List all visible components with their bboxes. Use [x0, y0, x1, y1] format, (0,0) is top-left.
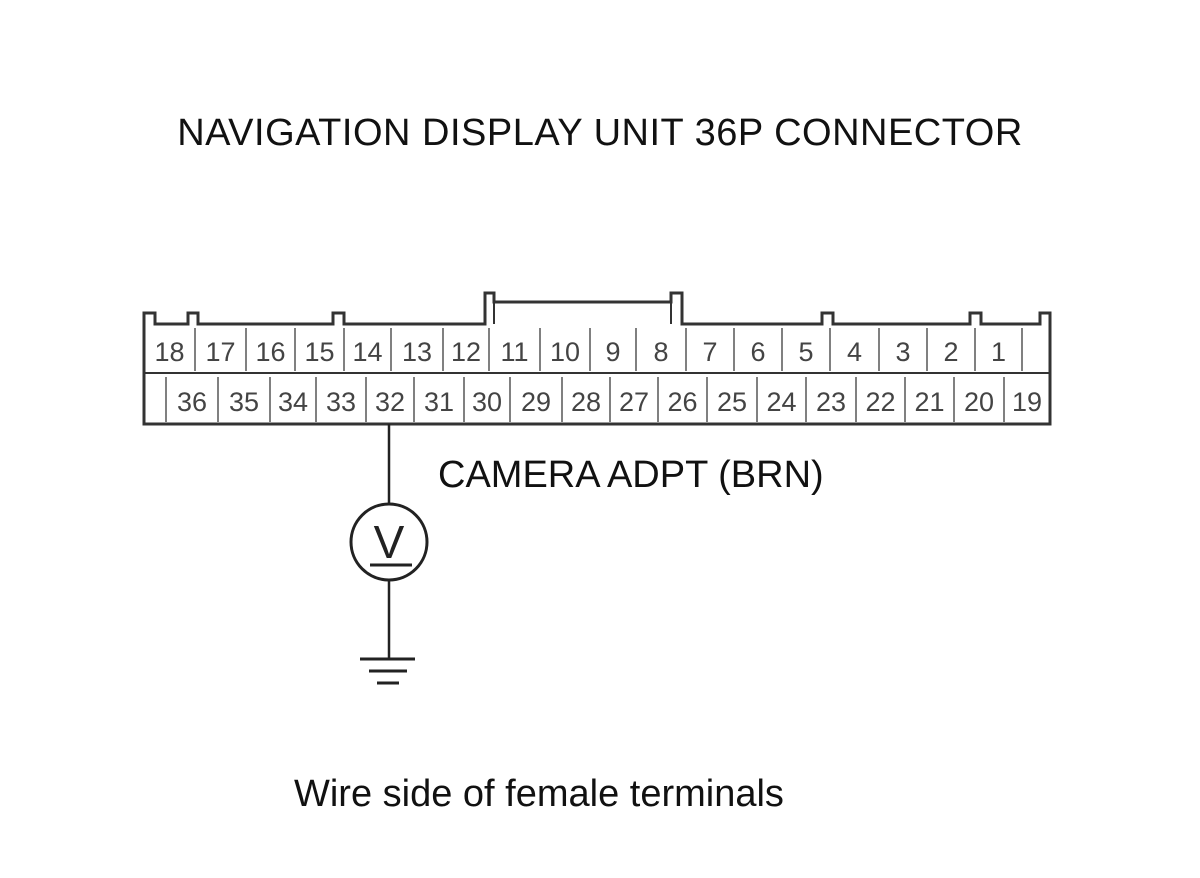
terminal-15-label: 15 [304, 337, 334, 367]
terminal-10-label: 10 [550, 337, 580, 367]
terminal-18-label: 18 [154, 337, 184, 367]
terminal-11-label: 11 [500, 337, 528, 367]
terminal-32-label: 32 [375, 387, 405, 417]
terminal-21-label: 21 [914, 387, 944, 417]
terminal-7-label: 7 [702, 337, 717, 367]
terminal-28-label: 28 [571, 387, 601, 417]
terminal-9-label: 9 [605, 337, 620, 367]
terminal-12-label: 12 [451, 337, 481, 367]
terminal-4-label: 4 [847, 337, 862, 367]
terminal-16-label: 16 [255, 337, 285, 367]
terminal-22-label: 22 [865, 387, 895, 417]
terminal-25-label: 25 [717, 387, 747, 417]
terminal-1-label: 1 [991, 337, 1006, 367]
terminal-2-label: 2 [943, 337, 958, 367]
voltmeter-symbol: V [374, 516, 405, 568]
diagram-caption: Wire side of female terminals [294, 773, 784, 815]
terminal-31-label: 31 [424, 387, 454, 417]
terminal-17-label: 17 [205, 337, 235, 367]
terminal-36-label: 36 [177, 387, 207, 417]
terminal-24-label: 24 [766, 387, 796, 417]
wire-label: CAMERA ADPT (BRN) [438, 454, 824, 496]
terminal-8-label: 8 [653, 337, 668, 367]
ground-icon [360, 657, 415, 685]
terminal-6-label: 6 [750, 337, 765, 367]
terminal-35-label: 35 [229, 387, 259, 417]
terminal-23-label: 23 [816, 387, 846, 417]
terminal-19-label: 19 [1012, 387, 1042, 417]
terminal-27-label: 27 [619, 387, 649, 417]
terminal-20-label: 20 [964, 387, 994, 417]
terminal-29-label: 29 [521, 387, 551, 417]
terminal-5-label: 5 [798, 337, 813, 367]
terminal-13-label: 13 [402, 337, 432, 367]
terminal-33-label: 33 [326, 387, 356, 417]
terminal-3-label: 3 [895, 337, 910, 367]
terminal-26-label: 26 [667, 387, 697, 417]
diagram-title: NAVIGATION DISPLAY UNIT 36P CONNECTOR [177, 112, 1023, 154]
terminal-14-label: 14 [352, 337, 382, 367]
voltmeter-icon: V [349, 502, 429, 582]
terminal-34-label: 34 [278, 387, 308, 417]
terminal-30-label: 30 [472, 387, 502, 417]
